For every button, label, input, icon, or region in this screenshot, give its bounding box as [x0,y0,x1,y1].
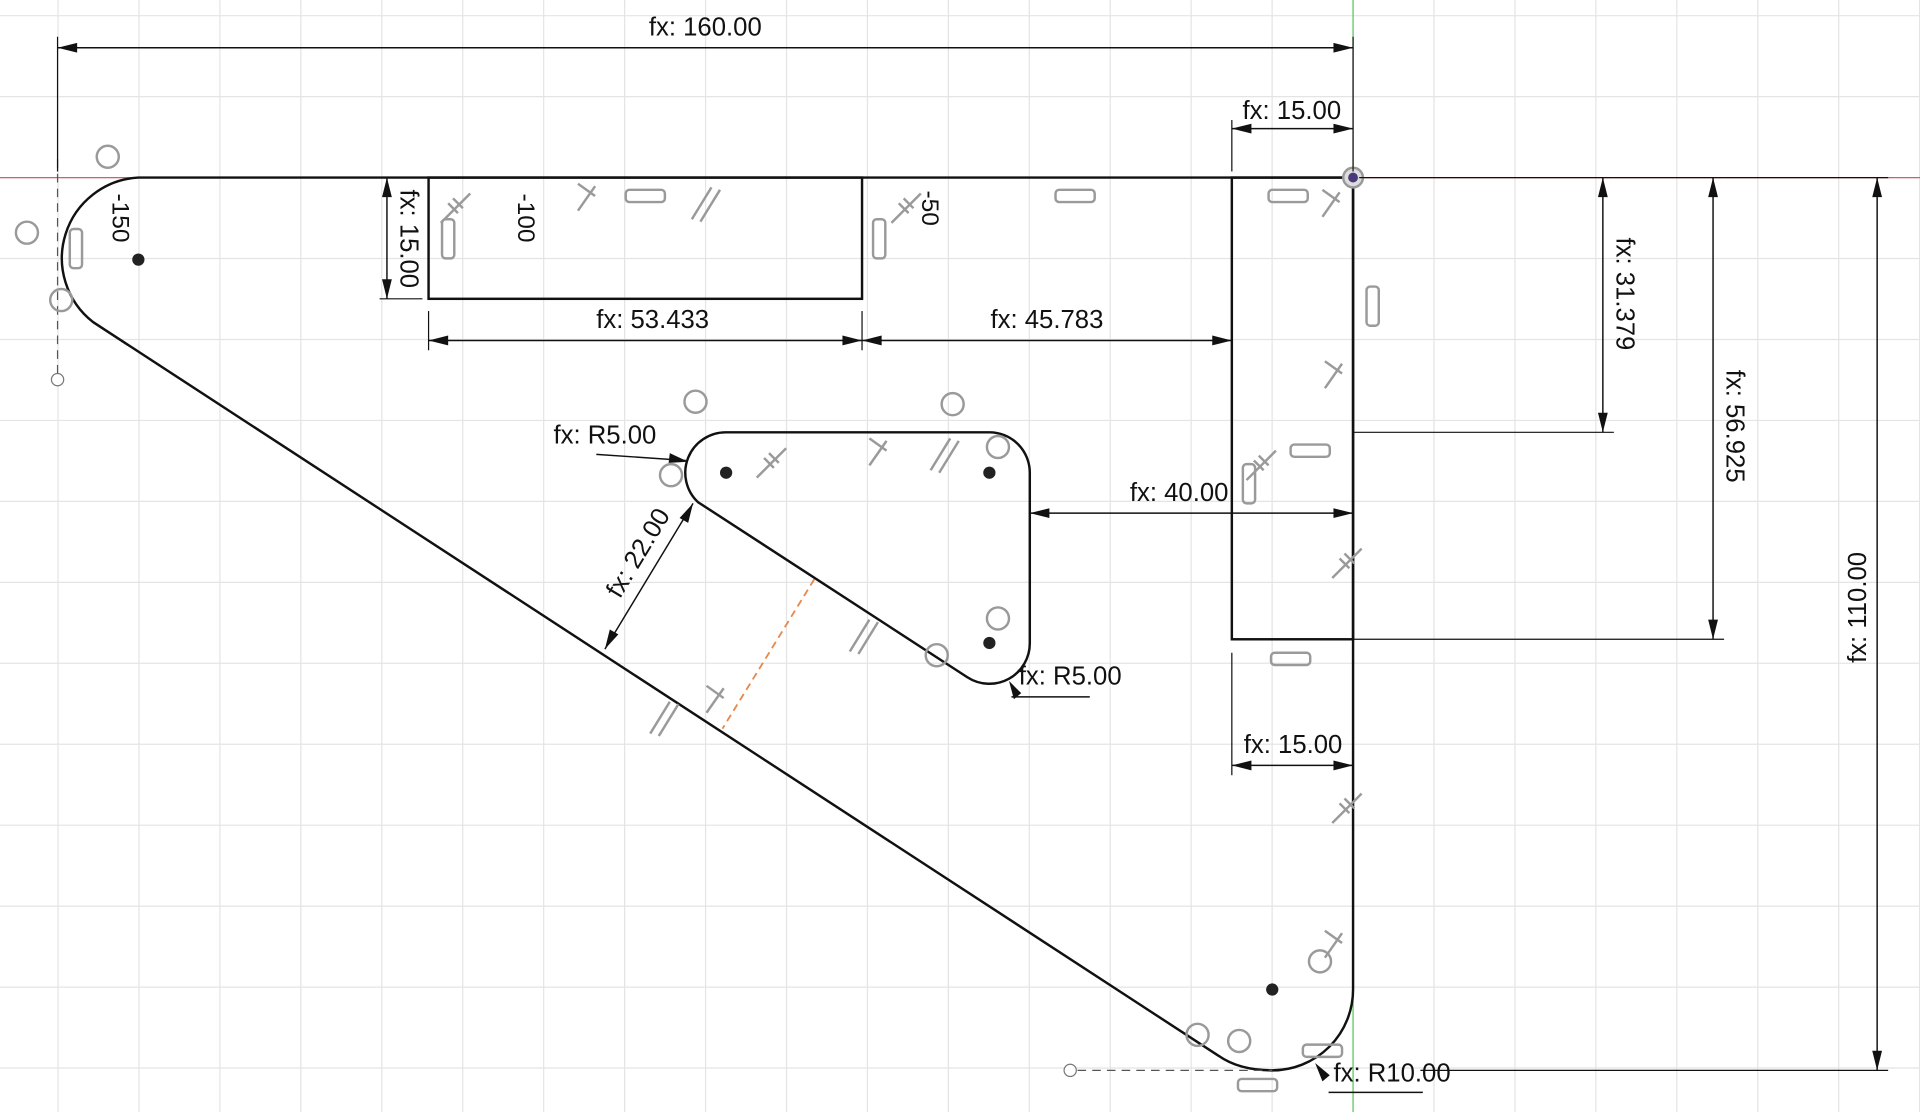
outer-profile[interactable] [60,176,1355,1072]
axis-label: -150 [107,193,134,242]
tangent-constraint-icon[interactable] [924,642,949,668]
dim-text[interactable]: fx: 53.433 [596,306,709,334]
coincident-constraint-icon[interactable] [755,447,787,479]
dim-text[interactable]: fx: R5.00 [553,421,656,449]
center-point [983,466,996,479]
dim-slot-height[interactable]: fx: 15.00 [379,177,423,300]
vertical-constraint-icon[interactable] [871,217,887,260]
dim-inner-fillet-top[interactable]: fx: R5.00 [553,421,689,463]
dim-text[interactable]: fx: 40.00 [1130,479,1229,507]
dim-slot-width[interactable]: fx: 53.433 [427,306,863,351]
coincident-constraint-icon[interactable] [890,192,922,224]
dim-text[interactable]: fx: 31.379 [1610,237,1638,350]
parallel-constraint-icon[interactable] [649,701,680,737]
perpendicular-constraint-icon[interactable] [868,437,888,467]
perpendicular-constraint-icon[interactable] [1323,929,1344,959]
tangent-constraint-icon[interactable] [683,389,708,414]
horizontal-constraint-icon[interactable] [1236,1077,1279,1093]
constraint-glyphs [14,144,1380,1093]
tangent-constraint-icon[interactable] [48,287,74,313]
dim-top-right-width[interactable]: fx: 15.00 [1231,97,1354,172]
dim-offset-31[interactable]: fx: 31.379 [1353,176,1638,433]
center-point [132,253,145,266]
parallel-constraint-icon[interactable] [848,619,880,655]
tangent-constraint-icon[interactable] [14,220,40,245]
dim-lower-right-width[interactable]: fx: 15.00 [1231,652,1354,776]
tangent-constraint-icon[interactable] [95,144,120,170]
horizontal-constraint-icon[interactable] [1289,443,1332,459]
parallel-constraint-icon[interactable] [690,186,722,223]
coincident-constraint-icon[interactable] [1245,449,1277,481]
center-point [720,466,733,479]
axis-label: -50 [916,190,943,225]
horizontal-constraint-icon[interactable] [1301,1043,1344,1059]
center-point [983,636,996,650]
coincident-constraint-icon[interactable] [1331,547,1363,579]
vertical-constraint-icon[interactable] [1241,462,1257,505]
tangent-constraint-icon[interactable] [985,434,1011,460]
dim-outer-fillet[interactable]: fx: R10.00 [1315,1059,1451,1094]
tangent-constraint-icon[interactable] [985,606,1011,631]
perpendicular-constraint-icon[interactable] [1321,188,1341,218]
dim-inner-offset[interactable]: fx: 40.00 [1029,479,1354,519]
right-rectangle[interactable] [1230,176,1355,641]
dim-overall-height[interactable]: fx: 110.00 [1420,176,1889,1071]
slot-rectangle[interactable] [427,176,864,301]
dim-slot-offset[interactable]: fx: 45.783 [862,306,1232,346]
parallel-constraint-icon[interactable] [929,437,960,474]
dim-text[interactable]: fx: 15.00 [394,190,422,289]
vertical-constraint-icon[interactable] [1365,285,1380,327]
construction-point-bottom [1063,1063,1077,1078]
horizontal-constraint-icon[interactable] [1267,188,1309,204]
dim-text[interactable]: fx: R5.00 [1019,663,1122,691]
horizontal-constraint-icon[interactable] [1054,188,1096,204]
origin-point-center [1348,172,1358,183]
coincident-constraint-icon[interactable] [439,192,472,224]
dim-offset-56[interactable]: fx: 56.925 [1353,176,1749,640]
horizontal-constraint-icon[interactable] [624,188,667,204]
dim-text[interactable]: fx: 15.00 [1243,97,1342,125]
horizontal-constraint-icon[interactable] [1269,651,1312,667]
tangent-constraint-icon[interactable] [1185,1022,1210,1048]
dim-overall-width[interactable]: fx: 160.00 [56,14,1354,172]
dim-text[interactable]: fx: 22.00 [601,504,676,603]
dim-text[interactable]: fx: 45.783 [990,306,1103,334]
dim-wall-thickness[interactable]: fx: 22.00 [601,502,694,650]
tangent-constraint-icon[interactable] [658,462,684,488]
construction-line-offset [721,578,816,730]
tangent-constraint-icon[interactable] [940,391,965,417]
perpendicular-constraint-icon[interactable] [705,684,725,714]
vertical-constraint-icon[interactable] [68,227,84,270]
perpendicular-constraint-icon[interactable] [1323,360,1344,389]
dim-text[interactable]: fx: 110.00 [1844,552,1872,663]
dim-text[interactable]: fx: 56.925 [1721,370,1749,483]
center-point [1266,983,1279,996]
tangent-constraint-icon[interactable] [1307,949,1333,974]
vertical-constraint-icon[interactable] [440,217,456,260]
coincident-constraint-icon[interactable] [1331,792,1363,824]
dim-inner-fillet-bottom[interactable]: fx: R5.00 [1008,663,1122,700]
dim-text[interactable]: fx: 160.00 [649,14,762,42]
axis-label: -100 [512,193,539,242]
dim-text[interactable]: fx: 15.00 [1244,731,1343,759]
dim-text[interactable]: fx: R10.00 [1333,1059,1450,1087]
construction-point-left [50,372,65,387]
tangent-constraint-icon[interactable] [1226,1028,1252,1054]
inner-cutout[interactable] [684,431,1032,685]
perpendicular-constraint-icon[interactable] [576,182,597,212]
